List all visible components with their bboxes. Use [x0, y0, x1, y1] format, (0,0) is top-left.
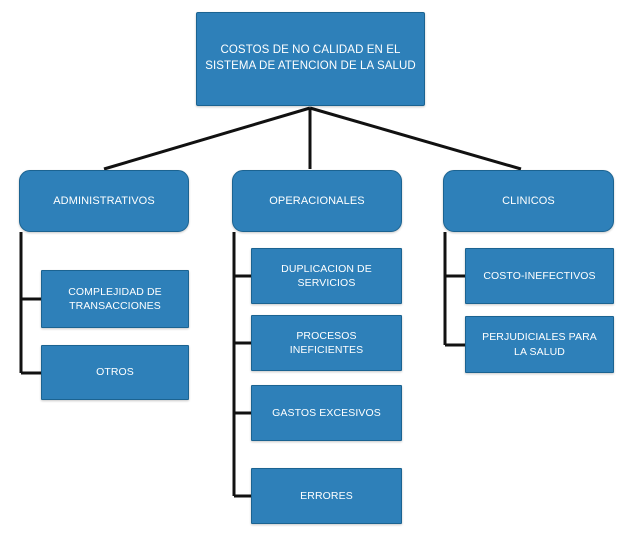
- node-otros[interactable]: OTROS: [41, 345, 189, 400]
- node-costo-inefectivos[interactable]: COSTO-INEFECTIVOS: [465, 248, 614, 304]
- connector-root-to-administrativos: [103, 106, 311, 171]
- node-perjudiciales-para-la-salud[interactable]: PERJUDICIALES PARA LA SALUD: [465, 316, 614, 373]
- node-gastos-excesivos-label: GASTOS EXCESIVOS: [272, 406, 381, 419]
- node-operacionales-label: OPERACIONALES: [269, 194, 365, 207]
- node-complejidad-de-transacciones[interactable]: COMPLEJIDAD DE TRANSACCIONES: [41, 270, 189, 328]
- node-operacionales[interactable]: OPERACIONALES: [232, 170, 402, 232]
- node-procesos-ineficientes[interactable]: PROCESOS INEFICIENTES: [251, 315, 402, 371]
- node-clinicos[interactable]: CLINICOS: [443, 170, 614, 232]
- node-duplicacion-de-servicios[interactable]: DUPLICACION DE SERVICIOS: [251, 248, 402, 304]
- connector-root-to-clinicos: [309, 106, 522, 171]
- node-root-costos-de-no-calidad[interactable]: COSTOS DE NO CALIDAD EN EL SISTEMA DE AT…: [196, 12, 425, 106]
- root-connector-group: [103, 106, 522, 171]
- node-clinicos-label: CLINICOS: [502, 194, 555, 207]
- node-errores-label: ERRORES: [300, 489, 353, 502]
- node-errores[interactable]: ERRORES: [251, 468, 402, 524]
- node-perjudiciales-para-la-salud-label: PERJUDICIALES PARA LA SALUD: [482, 331, 597, 358]
- node-gastos-excesivos[interactable]: GASTOS EXCESIVOS: [251, 385, 402, 441]
- node-administrativos-label: ADMINISTRATIVOS: [53, 194, 155, 207]
- node-complejidad-de-transacciones-label: COMPLEJIDAD DE TRANSACCIONES: [68, 285, 162, 312]
- node-costo-inefectivos-label: COSTO-INEFECTIVOS: [483, 269, 596, 282]
- node-root-label: COSTOS DE NO CALIDAD EN EL SISTEMA DE AT…: [205, 44, 416, 72]
- node-otros-label: OTROS: [96, 366, 134, 379]
- node-duplicacion-de-servicios-label: DUPLICACION DE SERVICIOS: [281, 262, 372, 289]
- node-procesos-ineficientes-label: PROCESOS INEFICIENTES: [289, 329, 364, 356]
- node-administrativos[interactable]: ADMINISTRATIVOS: [19, 170, 189, 232]
